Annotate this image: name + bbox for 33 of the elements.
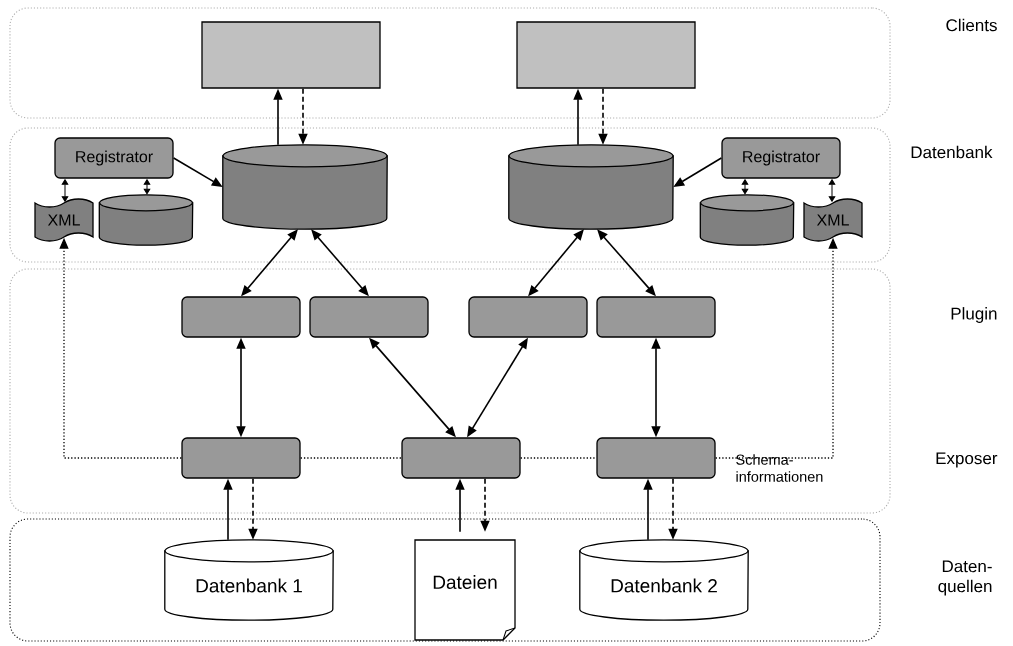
- node-label: Exposer: [936, 452, 998, 468]
- database-cylinder: [222, 144, 388, 230]
- component-box: Registrator: [54, 137, 174, 179]
- component-box: [309, 296, 429, 338]
- xml-document: XML: [803, 198, 863, 242]
- file-document: Dateien: [414, 539, 516, 641]
- database-cylinder: Datenbank 2: [579, 539, 749, 621]
- connector-line: [300, 457, 402, 459]
- node-label: Datenbank: [911, 145, 993, 159]
- database-cylinder: [508, 144, 674, 230]
- client-box: [201, 21, 381, 89]
- database-cylinder: [98, 194, 194, 246]
- component-box: [596, 437, 716, 479]
- component-box: [468, 296, 588, 338]
- node-label: Daten- quellen: [938, 560, 992, 596]
- layer-band: Clients: [9, 7, 997, 119]
- client-box: [516, 21, 696, 89]
- component-box: [401, 437, 521, 479]
- arrow: [741, 179, 749, 195]
- component-box: [181, 296, 301, 338]
- node-label: Plugin: [951, 307, 997, 323]
- component-box: [181, 437, 301, 479]
- connector-line: [520, 457, 597, 459]
- component-box: [596, 296, 716, 338]
- node-label: Clients: [946, 18, 997, 32]
- database-cylinder: [699, 194, 795, 246]
- note-text: Schema- informationen: [736, 454, 823, 482]
- arrow: [143, 179, 151, 195]
- database-cylinder: Datenbank 1: [164, 539, 334, 621]
- arrow: [61, 179, 69, 202]
- xml-document: XML: [34, 198, 94, 242]
- component-box: Registrator: [721, 137, 841, 179]
- arrow: [828, 179, 836, 202]
